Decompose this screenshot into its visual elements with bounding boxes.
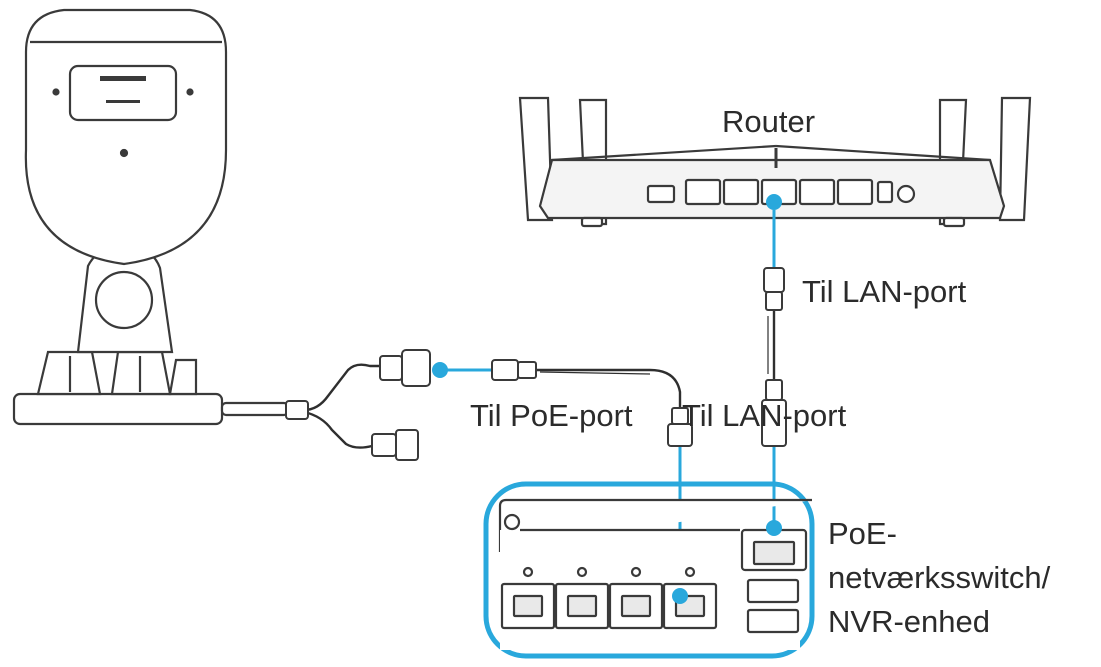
switch-lan-connection-point	[766, 520, 782, 536]
poe-port-1-led	[522, 566, 534, 578]
camera-cable-upper	[288, 363, 392, 412]
ethernet-connector-icon	[491, 359, 537, 381]
poe-cable-plug-switch-side	[667, 423, 693, 447]
router-top-left-edge	[551, 144, 777, 162]
poe-switch-screw	[503, 513, 521, 531]
power-connector-body	[371, 433, 397, 457]
camera-reset-panel	[68, 64, 178, 122]
camera-bracket-joint	[94, 270, 154, 330]
camera-sensor-dot	[119, 148, 129, 158]
poe-switch-icon	[498, 498, 812, 650]
camera-network-connector-icon	[379, 349, 431, 387]
router-icon	[518, 96, 1032, 228]
poe-cable-plug-boot-camera-side	[517, 361, 537, 379]
camera-icon	[12, 8, 290, 426]
router-top-right-edge	[775, 144, 991, 162]
camera-connector-boot	[379, 355, 403, 381]
camera-cable-sleeve	[285, 400, 309, 420]
camera-screw-right	[186, 88, 194, 96]
router-switch-slot	[646, 184, 676, 204]
router-label: Router	[722, 104, 816, 139]
router-antenna-4	[998, 96, 1032, 222]
switch-uplink-socket	[752, 540, 796, 566]
poe-port-3-led	[630, 566, 642, 578]
poe-port-label: Til PoE-port	[470, 398, 633, 433]
router-foot-2	[942, 216, 966, 228]
poe-switch-label-line-1: PoE-	[828, 516, 897, 551]
power-connector-icon	[371, 429, 419, 461]
router-connection-point	[766, 194, 782, 210]
router-lan-port-label: Til LAN-port	[802, 274, 967, 309]
poe-port-2-led	[576, 566, 588, 578]
power-connector-plug	[395, 429, 419, 461]
switch-usb-port-1	[746, 578, 800, 604]
switch-usb-port-2	[746, 608, 800, 634]
ethernet-connector-icon	[667, 407, 693, 447]
lan-cable-plug-switch-side	[761, 399, 787, 447]
ethernet-connector-icon	[763, 267, 785, 311]
ethernet-connector-icon	[761, 379, 787, 447]
router-lan-port-1	[722, 178, 760, 206]
camera-panel-reset-marking	[106, 100, 140, 103]
camera-screw-left	[52, 88, 60, 96]
poe-port-2-socket	[566, 594, 598, 618]
router-foot-1	[580, 216, 604, 228]
router-power-jack	[896, 184, 916, 204]
poe-switch-label-line-2: netværksswitch/	[828, 560, 1051, 596]
lan-cable-plug-router-side	[763, 267, 785, 293]
poe-switch-label: PoE- netværksswitch/ NVR-enhed	[828, 512, 1050, 644]
poe-port-3-socket	[620, 594, 652, 618]
camera-panel-logo	[100, 76, 146, 81]
lan-cable-plug-boot-switch-side	[765, 379, 783, 401]
router-lan-port-3	[798, 178, 836, 206]
poe-switch-label-line-3: NVR-enhed	[828, 604, 990, 640]
lan-cable	[767, 210, 776, 524]
camera-base	[12, 392, 224, 426]
router-lan-port-4	[836, 178, 874, 206]
camera-body	[24, 8, 228, 266]
router-usb-port	[876, 180, 894, 204]
poe-switch-highlight-frame	[483, 481, 815, 659]
camera-connector-housing	[401, 349, 431, 387]
lan-cable-plug-boot-router-side	[765, 291, 783, 311]
router-wan-port	[684, 178, 722, 206]
poe-cable-run-inner	[539, 371, 651, 375]
poe-port-4-led	[684, 566, 696, 578]
camera-base-cable-exit	[220, 401, 290, 417]
switch-poe-connection-point	[672, 588, 688, 604]
camera-cable-lower	[303, 410, 373, 449]
poe-cable-plug-camera-side	[491, 359, 519, 381]
poe-port-1-socket	[512, 594, 544, 618]
camera-connection-point	[432, 362, 448, 378]
camera-knob-right	[168, 358, 198, 396]
switch-lan-port-label: Til LAN-port	[682, 398, 847, 433]
poe-cable-run	[536, 368, 682, 410]
